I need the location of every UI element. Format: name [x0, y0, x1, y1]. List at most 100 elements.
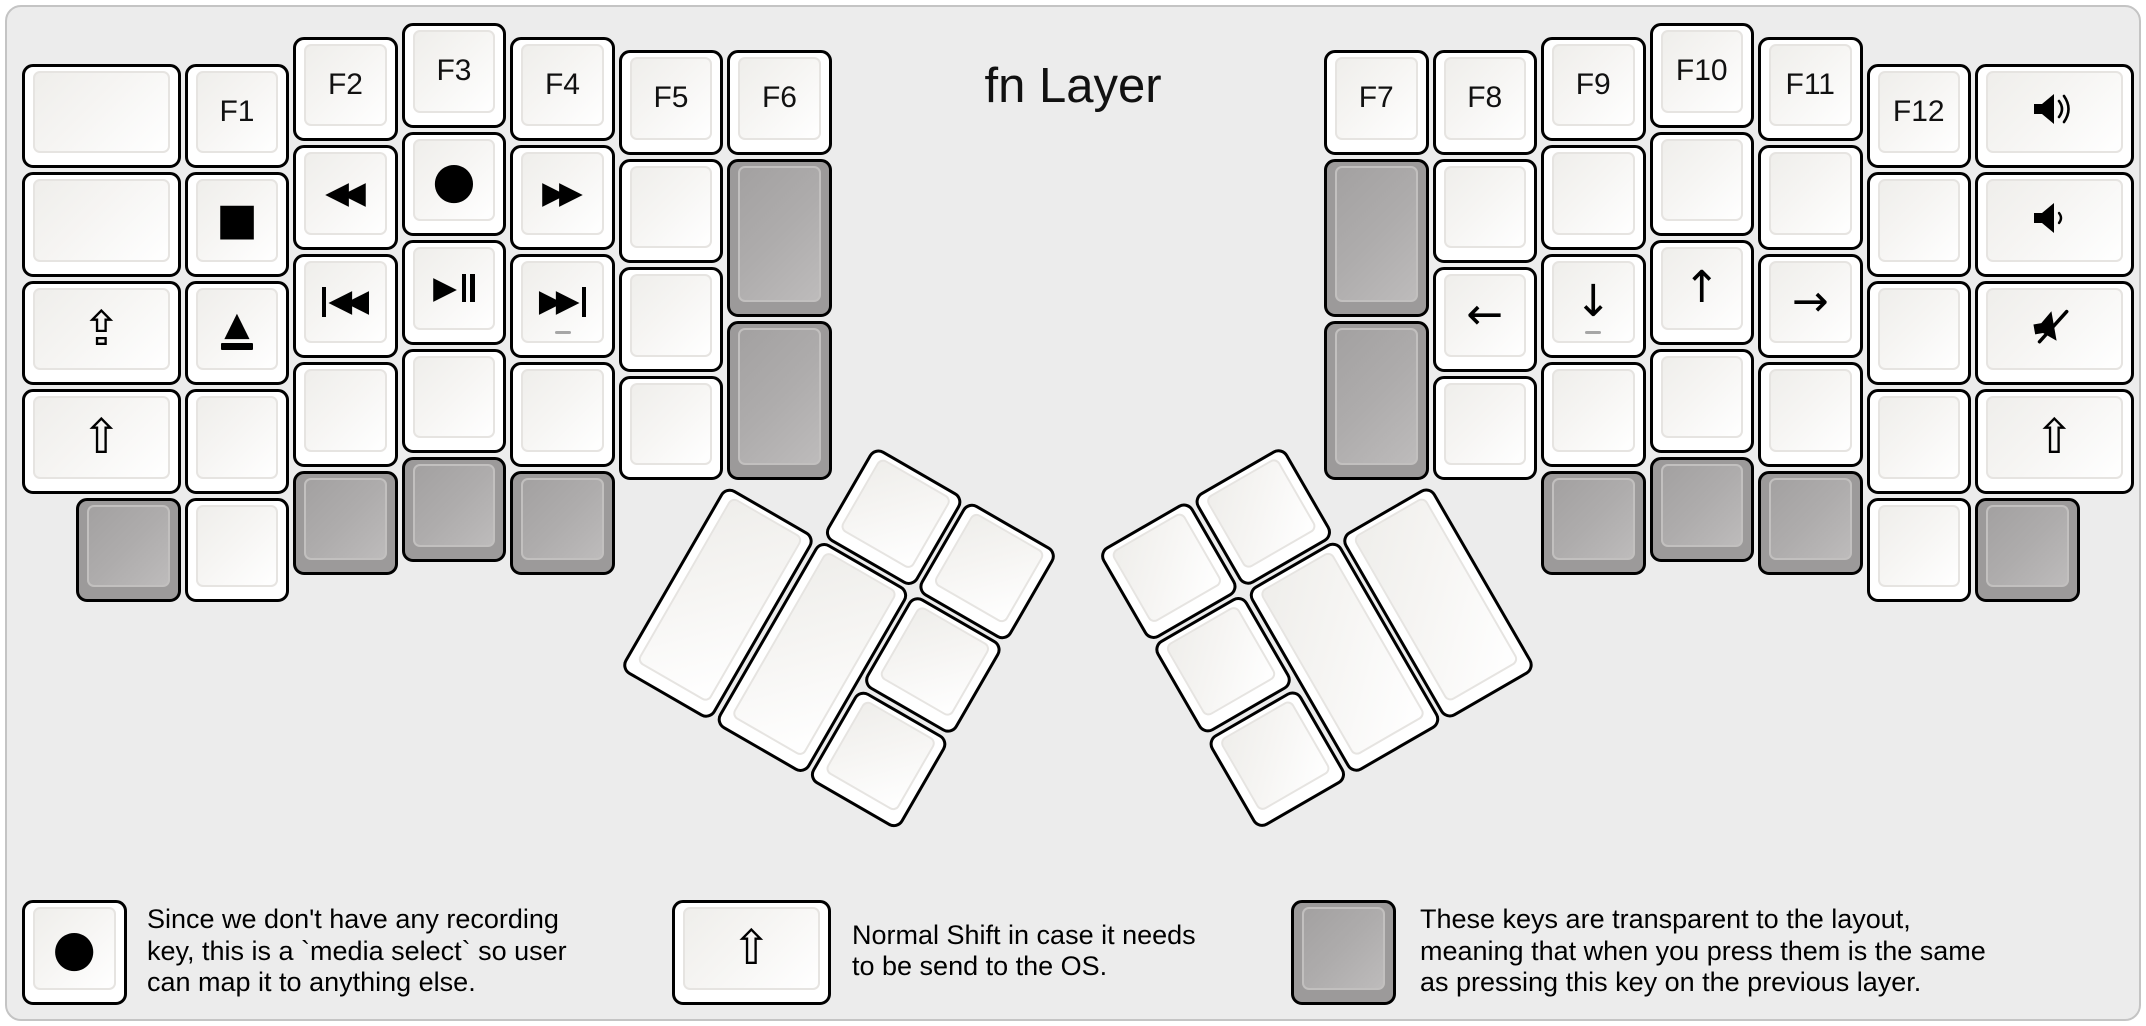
key-next-track[interactable]: ▶▶	[510, 253, 615, 359]
keycap-surface: ⇧	[1986, 396, 2123, 479]
key-transparent-right-bottom-1[interactable]	[1541, 470, 1646, 576]
key-label: F2	[327, 67, 363, 101]
keycap-surface	[304, 369, 387, 452]
key-shift-right[interactable]: ⇧	[1975, 389, 2134, 494]
legend-line: Normal Shift in case it needs	[852, 919, 1196, 950]
keycap-surface: ▶▶	[521, 152, 604, 235]
key-blank-f12-col-3[interactable]	[1866, 389, 1971, 494]
vol-down-icon	[2032, 201, 2076, 240]
key-f12[interactable]: F12	[1866, 63, 1971, 169]
keycap-surface	[1769, 152, 1852, 235]
key-volume-up[interactable]	[1975, 63, 2134, 169]
key-label: F6	[761, 81, 797, 115]
keycap-surface	[412, 464, 496, 547]
keycap-surface: F11	[1769, 43, 1852, 127]
key-play-pause[interactable]: ▶	[401, 240, 507, 345]
keycap-surface	[1769, 477, 1852, 561]
key-prev-track[interactable]: ◀◀	[293, 253, 398, 359]
key-blank-f4-col[interactable]	[510, 362, 615, 467]
record-icon: ●	[432, 150, 476, 209]
key-transparent-left-bottom-3[interactable]	[401, 457, 507, 562]
key-rewind[interactable]: ◀◀	[293, 145, 398, 250]
keycap-surface	[1769, 369, 1852, 452]
key-f6[interactable]: F6	[727, 50, 832, 155]
key-record[interactable]: ●	[401, 131, 507, 236]
key-blank-f1-col[interactable]	[184, 389, 290, 494]
keycap-surface: ●	[33, 907, 116, 990]
key-up-arrow[interactable]: ↑	[1649, 240, 1754, 345]
key-transparent-left-inner-2[interactable]	[727, 321, 832, 481]
key-blank-f5-col-1[interactable]	[618, 158, 724, 264]
key-transparent-right-inner-2[interactable]	[1324, 321, 1429, 481]
key-f8[interactable]: F8	[1432, 50, 1537, 155]
key-f5[interactable]: F5	[618, 50, 724, 155]
key-f10[interactable]: F10	[1649, 23, 1754, 128]
key-f11[interactable]: F11	[1758, 36, 1863, 142]
key-volume-down[interactable]	[1975, 172, 2134, 277]
key-eject[interactable]: ▲	[184, 280, 290, 386]
key-left-arrow[interactable]: ←	[1432, 267, 1537, 372]
key-mute[interactable]	[1975, 280, 2134, 386]
key-blank-f5-col-2[interactable]	[618, 267, 724, 372]
keycap-surface	[1335, 328, 1418, 466]
key-transparent-right-bottom-3[interactable]	[1758, 470, 1863, 576]
keycap-surface: ⇪	[33, 287, 170, 371]
ff-icon: ▶▶	[542, 174, 583, 211]
keycap-surface: F7	[1335, 57, 1418, 140]
key-blank-f5-col-3[interactable]	[618, 375, 724, 481]
key-down-arrow[interactable]: ↓	[1541, 253, 1646, 359]
key-blank-left-outer-2[interactable]	[22, 172, 181, 277]
key-transparent-right-inner-1[interactable]	[1324, 158, 1429, 318]
key-blank-f8-col[interactable]	[1432, 158, 1537, 264]
key-fast-forward[interactable]: ▶▶	[510, 145, 615, 250]
legend-line: can map it to anything else.	[147, 967, 476, 997]
key-transparent-left-inner-1[interactable]	[727, 158, 832, 318]
keycap-surface: F1	[195, 70, 279, 154]
key-transparent-left-bottom-1[interactable]	[76, 497, 181, 603]
key-blank-left-bottom[interactable]	[184, 497, 290, 603]
key-right-arrow[interactable]: →	[1758, 253, 1863, 359]
key-blank-f9-col[interactable]	[1541, 145, 1646, 250]
key-f2[interactable]: F2	[293, 36, 398, 142]
key-f9[interactable]: F9	[1541, 36, 1646, 142]
keycap-surface: F6	[738, 57, 821, 140]
keycap-surface: ←	[1443, 274, 1526, 357]
key-shift-left[interactable]: ⇧	[22, 389, 181, 494]
key-blank-f11-col[interactable]	[1758, 145, 1863, 250]
keycap-surface	[1660, 464, 1743, 547]
key-transparent-left-bottom-4[interactable]	[510, 470, 615, 576]
keycap-surface	[521, 369, 604, 452]
key-blank-f11-col-2[interactable]	[1758, 362, 1863, 467]
key-f1[interactable]: F1	[184, 63, 290, 169]
key-blank-f12-col-1[interactable]	[1866, 172, 1971, 277]
key-blank-f9-col-2[interactable]	[1541, 362, 1646, 467]
eject-icon: ▲	[221, 307, 253, 351]
key-blank-f10-col-2[interactable]	[1649, 348, 1754, 453]
keycap-surface	[1302, 907, 1385, 990]
key-f3[interactable]: F3	[401, 23, 507, 128]
key-blank-f10-col[interactable]	[1649, 131, 1754, 236]
key-blank-left-outer-1[interactable]	[22, 63, 181, 169]
key-f4[interactable]: F4	[510, 36, 615, 142]
vol-up-icon	[2032, 92, 2076, 131]
key-stop[interactable]: ■	[184, 172, 290, 277]
keycap-surface	[1986, 179, 2123, 262]
keycap-surface	[629, 274, 713, 357]
key-label: F11	[1785, 67, 1835, 101]
key-blank-right-bottom[interactable]	[1866, 497, 1971, 603]
key-label: F7	[1358, 81, 1394, 115]
key-blank-f3-col[interactable]	[401, 348, 507, 453]
key-transparent-left-bottom-2[interactable]	[293, 470, 398, 576]
key-blank-f2-col[interactable]	[293, 362, 398, 467]
key-blank-f8-col-2[interactable]	[1432, 375, 1537, 481]
left-icon: ←	[1466, 289, 1504, 341]
key-transparent-right-bottom-2[interactable]	[1649, 457, 1754, 562]
key-f7[interactable]: F7	[1324, 50, 1429, 155]
keycap-surface	[521, 477, 604, 561]
key-transparent-right-bottom-4[interactable]	[1975, 497, 2080, 603]
key-caps-lock[interactable]: ⇪	[22, 280, 181, 386]
keycap-surface	[1660, 138, 1743, 221]
layer-title: fn Layer	[984, 59, 1162, 113]
key-blank-f12-col-2[interactable]	[1866, 280, 1971, 386]
keycap-surface: F2	[304, 43, 387, 127]
